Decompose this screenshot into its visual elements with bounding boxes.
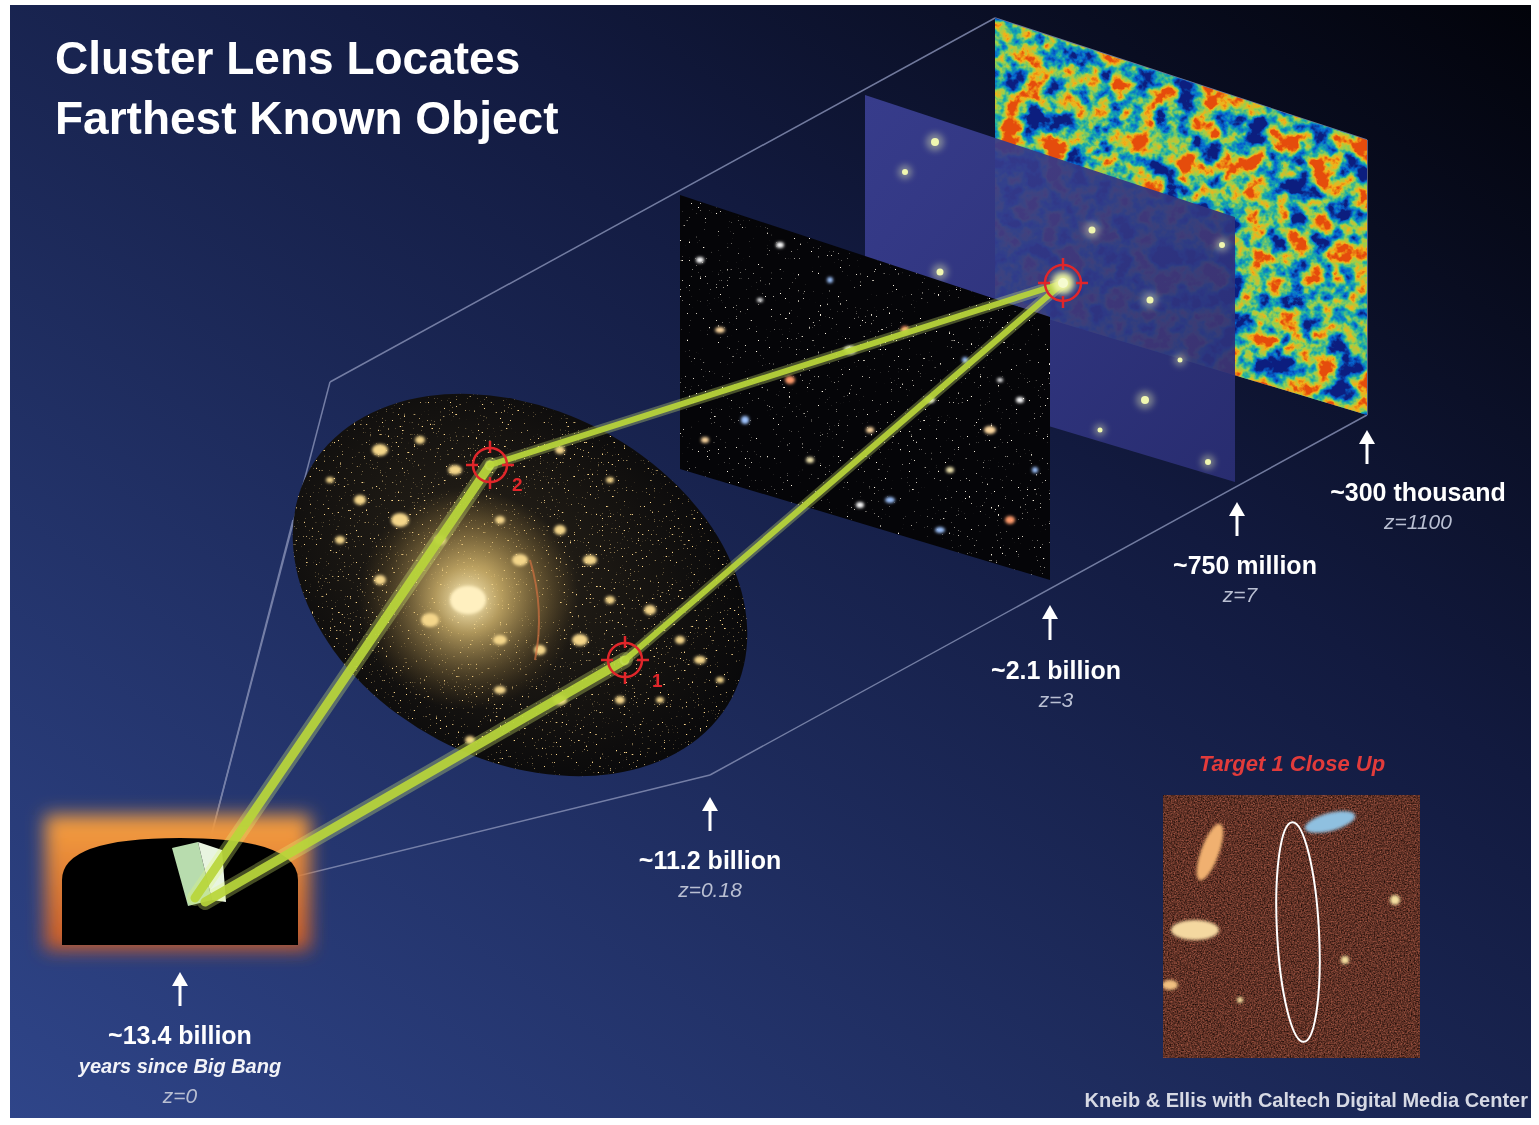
target-number: 1 xyxy=(652,670,663,692)
redshift-label: z=0.18 xyxy=(678,877,742,903)
time-label: ~13.4 billion xyxy=(108,1020,252,1050)
time-note: years since Big Bang xyxy=(79,1053,281,1079)
panel-heading: Target 1 Close Up xyxy=(1146,750,1438,778)
time-label: ~750 million xyxy=(1173,550,1317,580)
lens-cluster xyxy=(226,318,814,852)
close-up-image xyxy=(1163,795,1420,1058)
light-beams xyxy=(195,283,1063,902)
redshift-label: z=0 xyxy=(163,1083,197,1109)
target-reticles xyxy=(466,258,1088,684)
time-label: ~11.2 billion xyxy=(639,845,781,875)
close-up-panel: Target 1 Close Up xyxy=(1146,750,1438,1051)
credit-line: Kneib & Ellis with Caltech Digital Media… xyxy=(1085,1088,1528,1112)
redshift-label: z=1100 xyxy=(1384,509,1452,535)
target-number: 2 xyxy=(512,474,523,496)
diagram-title: Cluster Lens Locates Farthest Known Obje… xyxy=(55,28,695,148)
redshift-label: z=3 xyxy=(1039,687,1073,713)
time-label: ~2.1 billion xyxy=(991,655,1121,685)
close-up-frame xyxy=(1164,788,1421,1051)
telescope-dome xyxy=(45,815,310,950)
perspective-lines xyxy=(195,18,1367,900)
background xyxy=(10,5,1531,1118)
time-label: ~300 thousand xyxy=(1330,477,1506,507)
redshift-label: z=7 xyxy=(1223,582,1257,608)
